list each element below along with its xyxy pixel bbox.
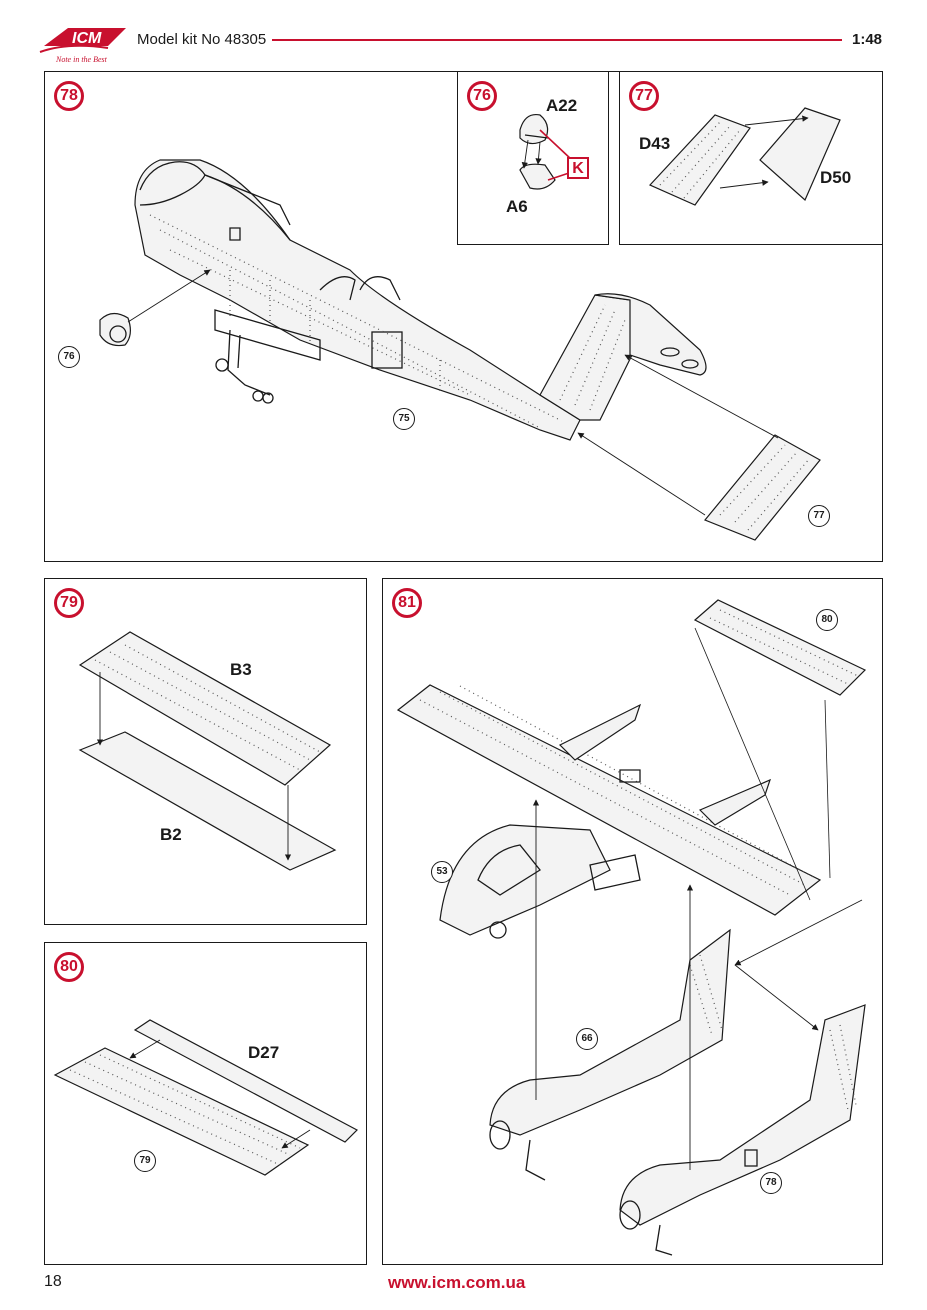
step-number-80: 80 [54, 952, 84, 982]
part-label-d27: D27 [248, 1043, 280, 1062]
scale-label: 1:48 [852, 31, 883, 48]
ref-step-76: 76 [58, 346, 80, 368]
logo-text: ICM [72, 30, 102, 47]
icm-logo: ICM Note in the Best [38, 22, 130, 66]
part-label-a22: A22 [546, 96, 578, 115]
website-link[interactable]: www.icm.com.ua [388, 1273, 526, 1292]
kit-label: Model kit No 48305 [137, 31, 267, 48]
step-81-panel [382, 578, 883, 1265]
ref-step-77: 77 [808, 505, 830, 527]
stabilizer-drawing-77 [648, 107, 841, 206]
spinner-drawing-76 [519, 113, 573, 190]
header-divider [272, 39, 842, 41]
ref-step-79: 79 [134, 1150, 156, 1172]
ref-step-66: 66 [576, 1028, 598, 1050]
step-number-79: 79 [54, 588, 84, 618]
fuselage-drawing-78 [99, 159, 821, 541]
ref-step-78: 78 [760, 1172, 782, 1194]
part-label-a6: A6 [506, 197, 528, 216]
page-number: 18 [44, 1273, 62, 1290]
step-79-panel [44, 578, 367, 925]
step-number-77: 77 [629, 81, 659, 111]
step-80-panel [44, 942, 367, 1265]
step-number-78: 78 [54, 81, 84, 111]
ref-step-53: 53 [431, 861, 453, 883]
part-label-b3: B3 [230, 660, 252, 679]
wing-drawing-80 [53, 1019, 358, 1176]
marker-k: K [567, 157, 589, 179]
wing-drawing-79 [78, 631, 337, 871]
part-label-b2: B2 [160, 825, 182, 844]
assembly-drawing-81 [396, 599, 867, 1256]
step-77-panel [619, 71, 883, 245]
ref-step-75: 75 [393, 408, 415, 430]
part-label-d50: D50 [820, 168, 852, 187]
step-number-76: 76 [467, 81, 497, 111]
part-label-d43: D43 [639, 134, 671, 153]
ref-step-80: 80 [816, 609, 838, 631]
logo-tagline: Note in the Best [55, 55, 108, 64]
step-number-81: 81 [392, 588, 422, 618]
